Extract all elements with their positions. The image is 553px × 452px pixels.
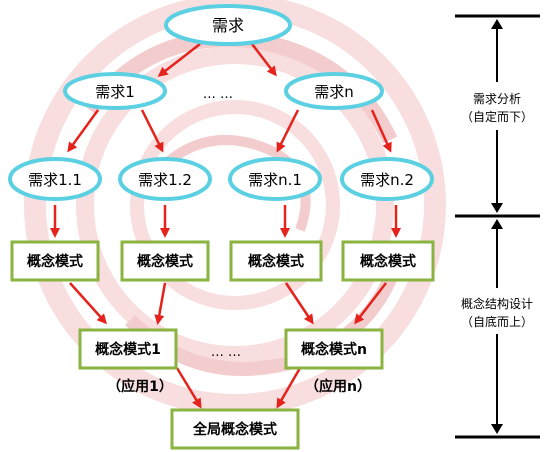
merged-model-ellipsis: … …	[211, 345, 241, 360]
stage-labels: 需求分析 （自定而下） 概念结构设计 （自底而上）	[461, 92, 533, 329]
arrow-mergedn-to-global	[276, 367, 302, 409]
requirement-n-1-label: 需求n.1	[248, 171, 302, 189]
design-arrow-down	[491, 424, 503, 434]
global-model	[170, 408, 300, 450]
requirement-n-2-label: 需求n.2	[360, 171, 414, 189]
analysis-title: 需求分析	[473, 92, 521, 106]
requirement-1-2	[118, 157, 212, 201]
arrow-root-to-reqn	[251, 43, 277, 77]
requirement-1	[63, 72, 167, 110]
merged-model-1-label: 概念模式1	[95, 341, 161, 358]
merged-model-n-label: 概念模式n	[301, 341, 367, 358]
arrow-model1-to-merged1	[69, 282, 108, 325]
requirement-1-label: 需求1	[95, 83, 135, 101]
requirement-1-1	[8, 157, 102, 201]
requirement-n-2	[340, 157, 434, 201]
requirement-n	[284, 72, 384, 110]
requirement-n-label: 需求n	[314, 83, 354, 101]
design-title: 概念结构设计	[461, 296, 533, 311]
concept-model-4-label: 概念模式	[360, 253, 416, 270]
arrow-reqn-to-n-2	[370, 109, 392, 153]
concept-model-3-label: 概念模式	[248, 253, 304, 270]
requirement-ellipsis: … …	[203, 87, 233, 102]
arrow-req1-to-1-2	[140, 109, 164, 153]
analysis-arrow-up	[491, 19, 503, 29]
stage-markers	[455, 14, 540, 439]
requirement-1-1-label: 需求1.1	[28, 171, 82, 189]
arrow-reqn-to-n-1	[276, 109, 300, 153]
arrow-merged1-to-global	[175, 367, 202, 409]
concept-model-3	[229, 240, 323, 282]
design-arrow-up	[491, 219, 503, 229]
arrow-req1-to-1-1	[67, 109, 100, 153]
concept-model-boxes: 概念模式 概念模式 概念模式 概念模式 概念模式1 … … 概念模式n （应用1…	[10, 240, 435, 450]
apply-n-label: （应用n）	[305, 378, 371, 395]
arrow-model3-to-mergedn	[284, 282, 314, 325]
concept-model-4	[341, 240, 435, 282]
analysis-arrow-down	[491, 203, 503, 213]
requirement-root	[164, 4, 292, 46]
apply-1-label: （应用1）	[107, 378, 173, 395]
arrow-root-to-req1	[157, 43, 201, 77]
arrows	[50, 43, 401, 409]
requirement-root-label: 需求	[212, 16, 244, 35]
concept-model-2-label: 概念模式	[137, 253, 193, 270]
merged-model-1	[78, 328, 178, 370]
concept-model-1-label: 概念模式	[27, 253, 83, 270]
global-model-label: 全局概念模式	[192, 421, 277, 438]
analysis-subtitle: （自定而下）	[461, 109, 533, 124]
design-subtitle: （自底而上）	[461, 314, 533, 329]
concept-model-1	[10, 240, 100, 282]
concept-model-2	[120, 240, 210, 282]
requirement-1-2-label: 需求1.2	[138, 171, 192, 189]
merged-model-n	[284, 328, 384, 370]
arrow-model4-to-mergedn	[354, 282, 387, 325]
requirement-n-1	[228, 157, 322, 201]
arrow-model2-to-merged1	[154, 282, 167, 325]
requirement-nodes: 需求 需求1 … … 需求n 需求1.1 需求1.2 需求n.1 需求n.2	[8, 4, 434, 201]
